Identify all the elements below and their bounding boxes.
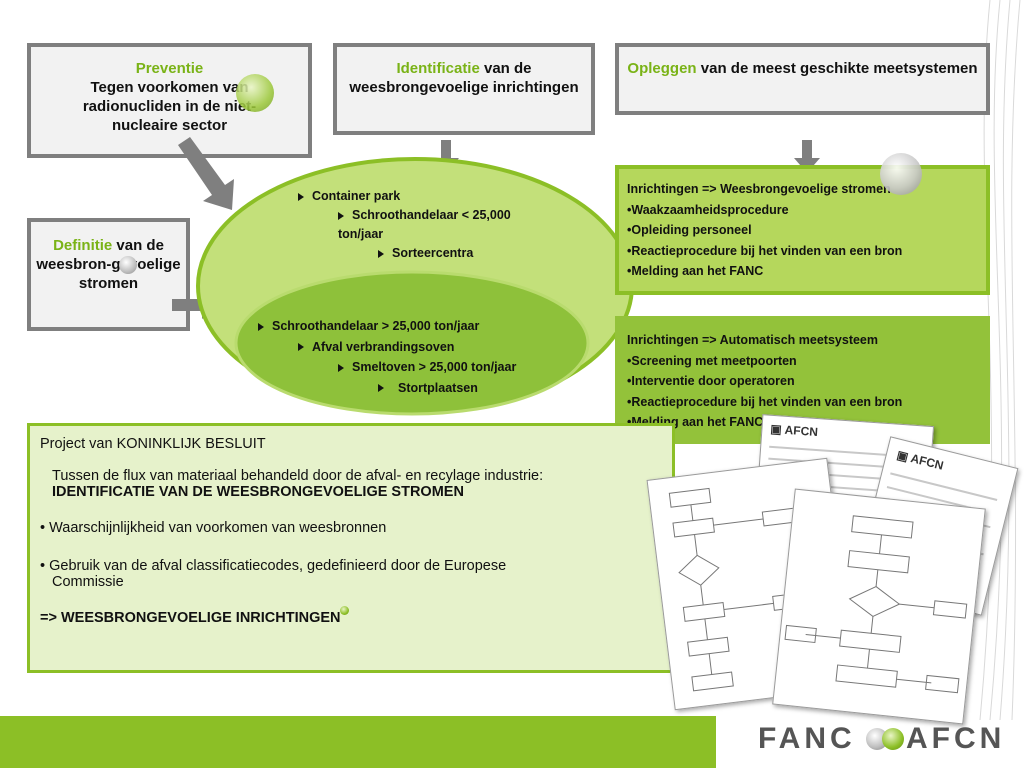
flux-line2: IDENTIFICATIE VAN DE WEESBRONGEVOELIGE S… — [52, 484, 464, 500]
decorative-stripes — [979, 0, 1021, 720]
bullet-arrow-icon — [258, 322, 264, 331]
weesbron-line: •Opleiding personeel — [627, 223, 752, 237]
definitie-box: Definitie van de weesbron-gevoelige stro… — [27, 218, 190, 331]
logo-sphere-icon — [882, 728, 904, 750]
flux-line1: Tussen de flux van materiaal behandeld d… — [52, 468, 544, 484]
flowchart-doc-front — [772, 488, 986, 725]
automatisch-box: Inrichtingen => Automatisch meetsysteem … — [615, 316, 990, 444]
opleggen-text: van de meest geschikte meetsystemen — [696, 60, 978, 77]
opleggen-box: Opleggen van de meest geschikte meetsyst… — [615, 43, 990, 115]
weesbron-line: Inrichtingen => Weesbrongevoelige strome… — [627, 182, 891, 196]
bullet-classificatiecodes: • Gebruik van de afval classificatiecode… — [40, 558, 507, 574]
bullet-arrow-icon — [298, 192, 304, 201]
afcn-logo: ▣ AFCN — [769, 421, 819, 440]
afcn-logo-text: AFCN — [906, 722, 1006, 755]
footer-green-bar — [0, 716, 716, 768]
small-sphere — [119, 256, 137, 274]
opleggen-title: Opleggen — [627, 60, 697, 77]
flowchart-doc-left — [646, 457, 856, 711]
koninklijk-besluit-box: Project van KONINKLIJK BESLUIT Tussen de… — [27, 423, 675, 673]
identificatie-text: van de weesbrongevoelige inrichtingen — [349, 60, 579, 96]
automatisch-line: •Reactieprocedure bij het vinden van een… — [627, 394, 903, 409]
outer-item: Sorteercentra — [298, 244, 548, 263]
inner-item: Stortplaatsen — [258, 378, 516, 399]
weesbron-line: •Waakzaamheidsprocedure — [627, 202, 789, 217]
fanc-logo-text: FANC — [758, 722, 856, 755]
weesbron-box: Inrichtingen => Weesbrongevoelige strome… — [615, 165, 990, 295]
bullet-arrow-icon — [378, 384, 384, 393]
main-heading: Project van KONINKLIJK BESLUIT — [40, 436, 266, 452]
arrow-preventie-to-ellipse — [178, 137, 234, 210]
tiny-sphere — [340, 606, 349, 615]
gray-sphere — [880, 153, 922, 195]
identificatie-title: Identificatie — [396, 60, 480, 77]
outer-item: Schroothandelaar < 25,000 ton/jaar — [338, 208, 511, 241]
preventie-text: Tegen voorkomen van radionucliden in de … — [82, 79, 257, 134]
bullet-waarschijnlijkheid: • Waarschijnlijkheid van voorkomen van w… — [40, 520, 387, 536]
automatisch-line: •Interventie door operatoren — [627, 374, 795, 388]
inner-item: Schroothandelaar > 25,000 ton/jaar — [258, 316, 516, 337]
bullet-arrow-icon — [378, 249, 384, 258]
preventie-box: Preventie Tegen voorkomen van radionucli… — [27, 43, 312, 158]
weesbron-line: •Reactieprocedure bij het vinden van een… — [627, 243, 903, 258]
definitie-text: van de weesbron-gevoelige stromen — [36, 237, 181, 292]
weesbron-line: •Melding aan het FANC — [627, 264, 764, 278]
inner-item: Smeltoven > 25,000 ton/jaar — [258, 357, 516, 378]
flowchart-drawing — [668, 487, 820, 692]
bullet-arrow-icon — [338, 211, 344, 220]
automatisch-line: •Screening met meetpoorten — [627, 353, 797, 368]
inner-ellipse — [234, 270, 590, 416]
definitie-title: Definitie — [53, 237, 113, 254]
preventie-title: Preventie — [135, 60, 204, 77]
afcn-logo: ▣ AFCN — [895, 447, 945, 473]
outer-ellipse-list: Container park Schroothandelaar < 25,000… — [298, 187, 548, 263]
gray-sphere — [236, 74, 274, 112]
flowchart-drawing — [784, 515, 968, 694]
bullet-arrow-icon — [298, 343, 304, 352]
automatisch-line: Inrichtingen => Automatisch meetsysteem — [627, 333, 879, 347]
inner-item: Afval verbrandingsoven — [258, 337, 516, 358]
bullet-classificatiecodes-cont: Commissie — [52, 574, 124, 590]
arrow-opleggen-down — [794, 140, 820, 173]
outer-item: Container park — [298, 187, 548, 206]
conclusion: => WEESBRONGEVOELIGE INRICHTINGEN — [40, 610, 341, 626]
inner-ellipse-list: Schroothandelaar > 25,000 ton/jaar Afval… — [258, 316, 516, 398]
bullet-arrow-icon — [338, 363, 344, 372]
identificatie-box: Identificatie van de weesbrongevoelige i… — [333, 43, 595, 135]
